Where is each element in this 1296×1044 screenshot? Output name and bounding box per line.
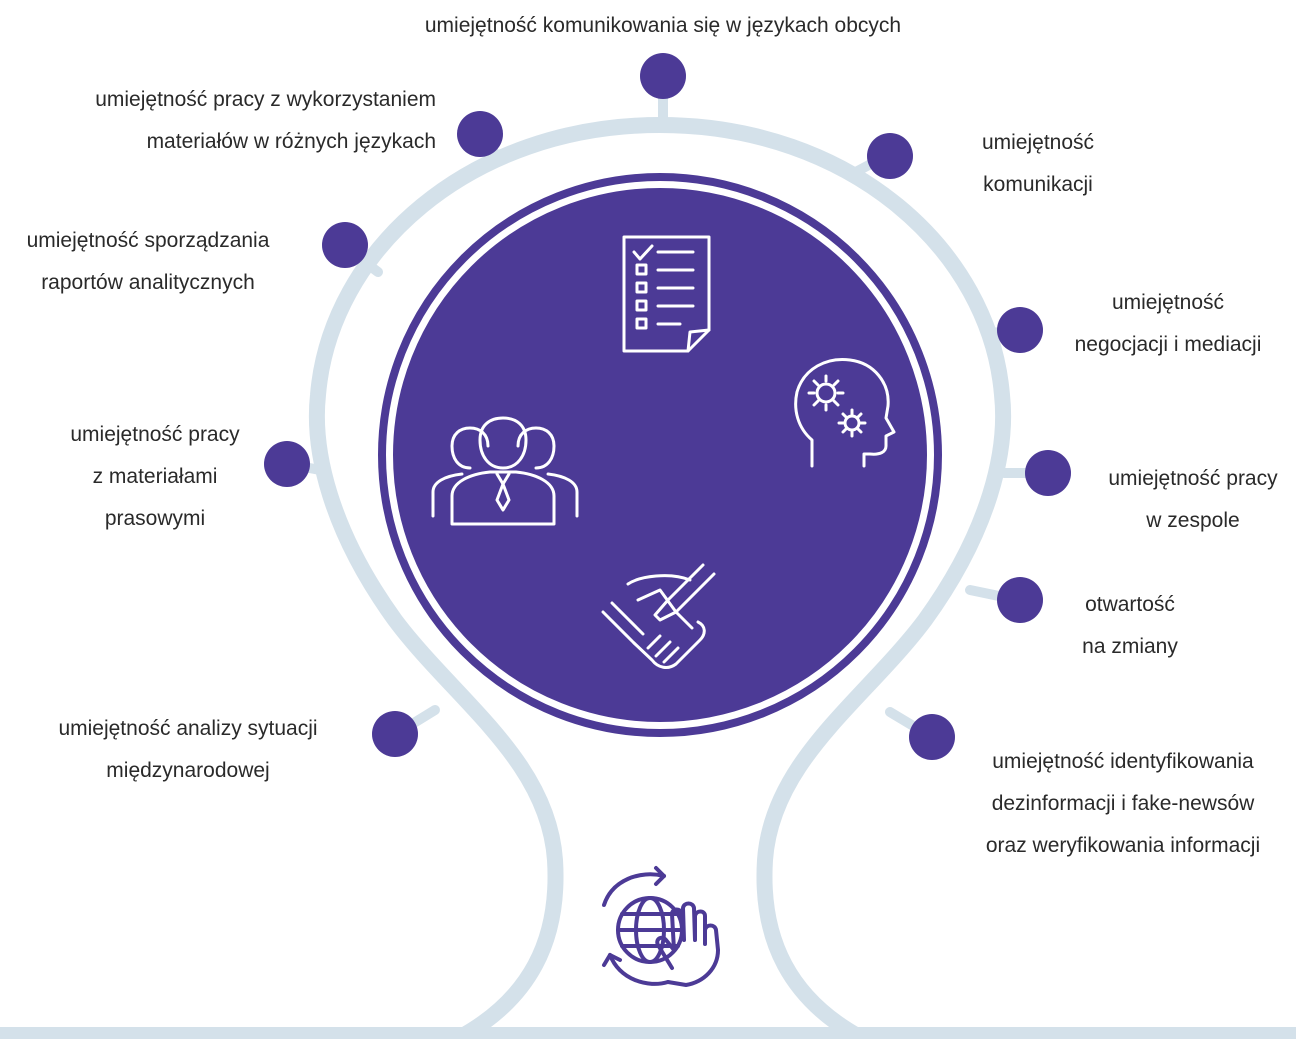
skill-dot bbox=[867, 133, 913, 179]
skill-label-multilingual-materials: umiejętność pracy z wykorzystaniem mater… bbox=[95, 88, 436, 153]
skill-label-disinformation: umiejętność identyfikowania dezinformacj… bbox=[985, 750, 1261, 857]
skill-dot bbox=[457, 111, 503, 157]
central-circle-ring bbox=[378, 173, 942, 737]
skill-dot bbox=[997, 577, 1043, 623]
handshake-icon bbox=[601, 563, 716, 669]
globe-hand-icon bbox=[602, 866, 720, 987]
bulb-outline-track bbox=[308, 116, 1012, 1044]
central-circle bbox=[387, 182, 933, 728]
skill-dot bbox=[909, 714, 955, 760]
team-people-icon bbox=[431, 416, 579, 526]
skill-label-international-analysis: umiejętność analizy sytuacji międzynarod… bbox=[58, 717, 318, 782]
skill-label-negotiation: umiejętność negocjacji i mediacji bbox=[1074, 291, 1262, 356]
skill-dot bbox=[372, 711, 418, 757]
head-gears-icon bbox=[794, 358, 896, 468]
skill-label-communication: umiejętność komunikacji bbox=[981, 131, 1095, 196]
skill-dot bbox=[1025, 450, 1071, 496]
checklist-document-icon bbox=[622, 235, 711, 353]
skill-label-analytical-reports: umiejętność sporządzania raportów analit… bbox=[26, 229, 270, 294]
skill-dots bbox=[264, 53, 1071, 760]
skill-dot bbox=[264, 441, 310, 487]
skill-dot bbox=[640, 53, 686, 99]
skill-label-teamwork: umiejętność pracy w zespole bbox=[1108, 467, 1278, 532]
skill-dot bbox=[322, 222, 368, 268]
skill-label-foreign-languages: umiejętność komunikowania się w językach… bbox=[424, 14, 902, 37]
skill-label-press-materials: umiejętność pracy z materiałami prasowym… bbox=[70, 423, 240, 530]
skill-label-openness: otwartość na zmiany bbox=[1082, 593, 1178, 658]
skill-dot bbox=[997, 307, 1043, 353]
